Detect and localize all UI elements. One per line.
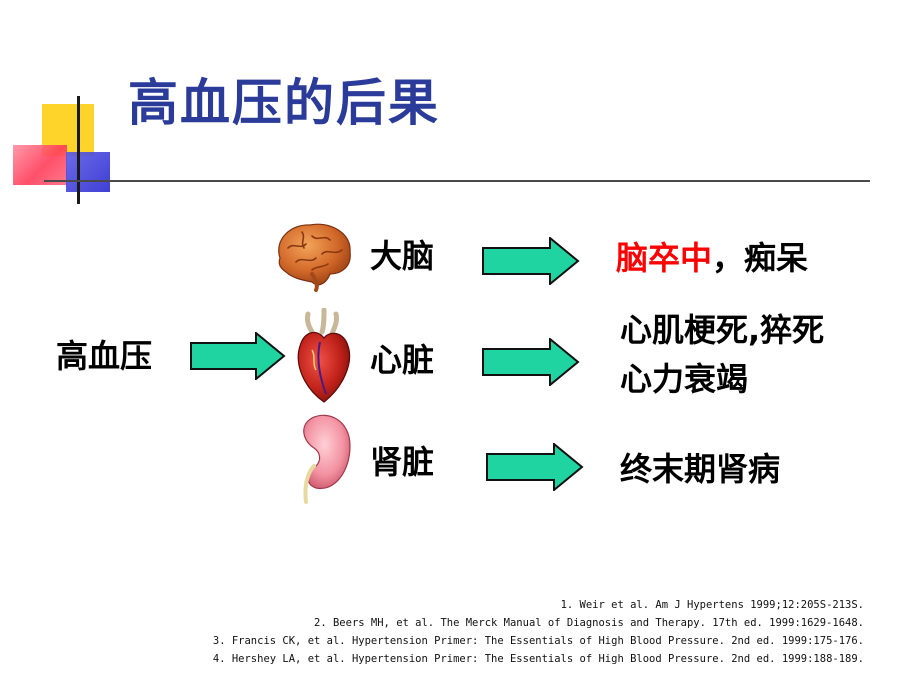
arrow-kidney-to-outcome [486,443,584,491]
outcome-brain: 脑卒中，痴呆 [616,242,808,274]
decor-blue-square [66,152,110,192]
references: 1. Weir et al. Am J Hypertens 1999;12:20… [213,596,864,668]
outcome-heart-line-2: 心力衰竭 [620,360,749,398]
outcome-heart-line-1: 心肌梗死,猝死 [620,311,825,349]
arrow-heart-to-outcome [482,338,580,386]
brain-icon [272,218,356,296]
slide-title: 高血压的后果 [128,74,440,132]
organ-label-brain: 大脑 [370,237,435,275]
outcome-brain-dementia: ，痴呆 [712,239,809,277]
reference-item: 3. Francis CK, et al. Hypertension Prime… [212,635,864,647]
reference-item: 1. Weir et al. Am J Hypertens 1999;12:20… [560,599,864,611]
arrow-source-to-heart [190,332,286,380]
outcome-kidney: 终末期肾病 [620,450,781,488]
reference-item: 2. Beers MH, et al. The Merck Manual of … [314,617,864,629]
arrow-brain-to-outcome [482,237,580,285]
decor-red-square [13,145,67,185]
outcome-brain-stroke: 脑卒中 [616,239,713,277]
decor-vertical-line [77,96,80,204]
heart-icon [290,307,356,408]
reference-item: 4. Hershey LA, et al. Hypertension Prime… [212,653,864,665]
title-divider [44,180,870,182]
organ-label-kidney: 肾脏 [370,443,435,481]
organ-label-heart: 心脏 [370,341,435,379]
kidney-icon [294,410,354,508]
source-label: 高血压 [56,337,153,375]
